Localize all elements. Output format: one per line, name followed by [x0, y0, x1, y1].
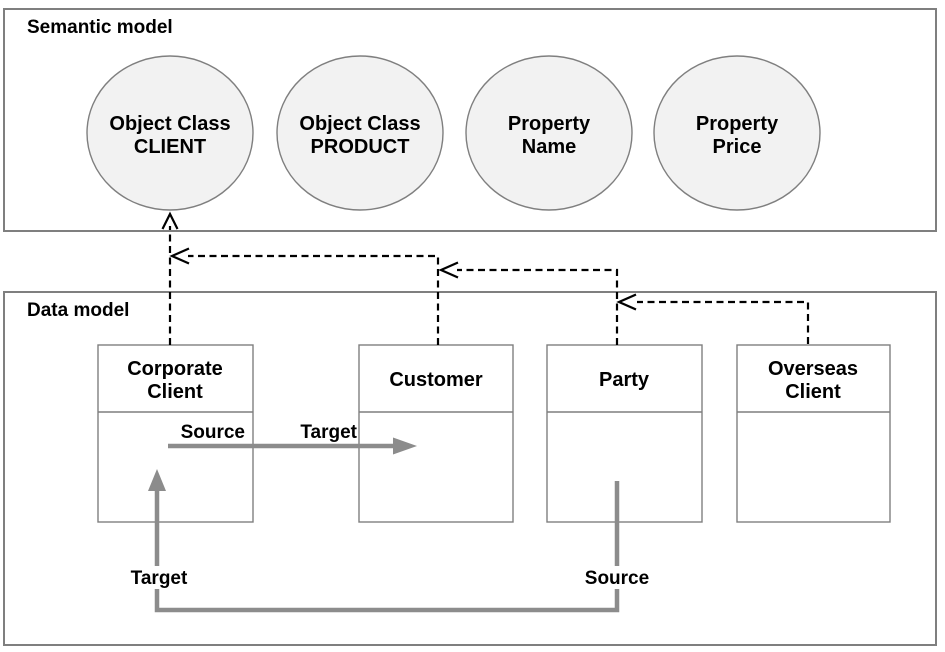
entity-label-line2: Client: [147, 381, 203, 403]
arrowhead-left-icon: [438, 261, 459, 279]
transformation-arrow-party-to-corporate-client: [154, 481, 620, 613]
node-label-line1: Property: [508, 113, 591, 135]
party-box: [546, 344, 703, 523]
node-property-price: Property Price: [653, 55, 821, 211]
source-label-bottom: Source: [585, 568, 649, 589]
arrowhead-right-icon: [393, 437, 417, 455]
entity-party: Party: [546, 344, 703, 523]
entity-label-line1: Customer: [389, 369, 483, 391]
object-class-client-ellipse: [86, 55, 254, 211]
node-label-line2: PRODUCT: [311, 136, 410, 158]
mapping-arrow-party-to-customer: [457, 268, 619, 345]
entity-label-line1: Corporate: [127, 358, 223, 380]
customer-box: [358, 344, 514, 523]
arrowhead-left-icon: [169, 247, 190, 265]
source-label-top: Source: [181, 422, 245, 443]
entity-corporate-client: Corporate Client: [97, 344, 254, 523]
target-label-bottom: Target: [131, 568, 188, 589]
entity-label-line1: Party: [599, 369, 650, 391]
transformation-arrows: Source Target Target Source: [126, 422, 653, 613]
node-object-class-client: Object Class CLIENT: [86, 55, 254, 211]
entity-overseas-client: Overseas Client: [736, 344, 891, 523]
corporate-client-box: [97, 344, 254, 523]
semantic-model-label: Semantic model: [27, 17, 173, 38]
label-background: [126, 566, 192, 589]
mapping-arrow-customer-to-corporate-client: [188, 254, 440, 345]
entity-label-line1: Overseas: [768, 358, 858, 380]
node-label-line2: Name: [522, 136, 576, 158]
mapping-arrow-overseas-client-to-party: [637, 300, 810, 344]
arrowhead-left-icon: [616, 293, 637, 311]
target-label-top: Target: [300, 422, 357, 443]
node-label-line1: Object Class: [299, 113, 420, 135]
node-label-line1: Object Class: [109, 113, 230, 135]
arrowhead-up-icon: [161, 211, 179, 230]
entity-customer: Customer: [358, 344, 514, 523]
node-label-line1: Property: [696, 113, 779, 135]
node-object-class-product: Object Class PRODUCT: [276, 55, 444, 211]
semantic-model-section: Semantic model Object Class CLIENT Objec…: [3, 8, 937, 232]
mapping-arrows: [161, 211, 810, 345]
label-background: [583, 566, 653, 589]
entity-label-line2: Client: [785, 381, 841, 403]
overseas-client-box: [736, 344, 891, 523]
data-model-label: Data model: [27, 300, 129, 321]
node-label-line2: Price: [713, 136, 762, 158]
node-label-line2: CLIENT: [134, 136, 206, 158]
node-property-name: Property Name: [465, 55, 633, 211]
object-class-product-ellipse: [276, 55, 444, 211]
arrowhead-up-icon: [148, 469, 166, 491]
property-name-ellipse: [465, 55, 633, 211]
property-price-ellipse: [653, 55, 821, 211]
data-model-section: Data model Corporate Client Customer Par…: [3, 291, 937, 646]
